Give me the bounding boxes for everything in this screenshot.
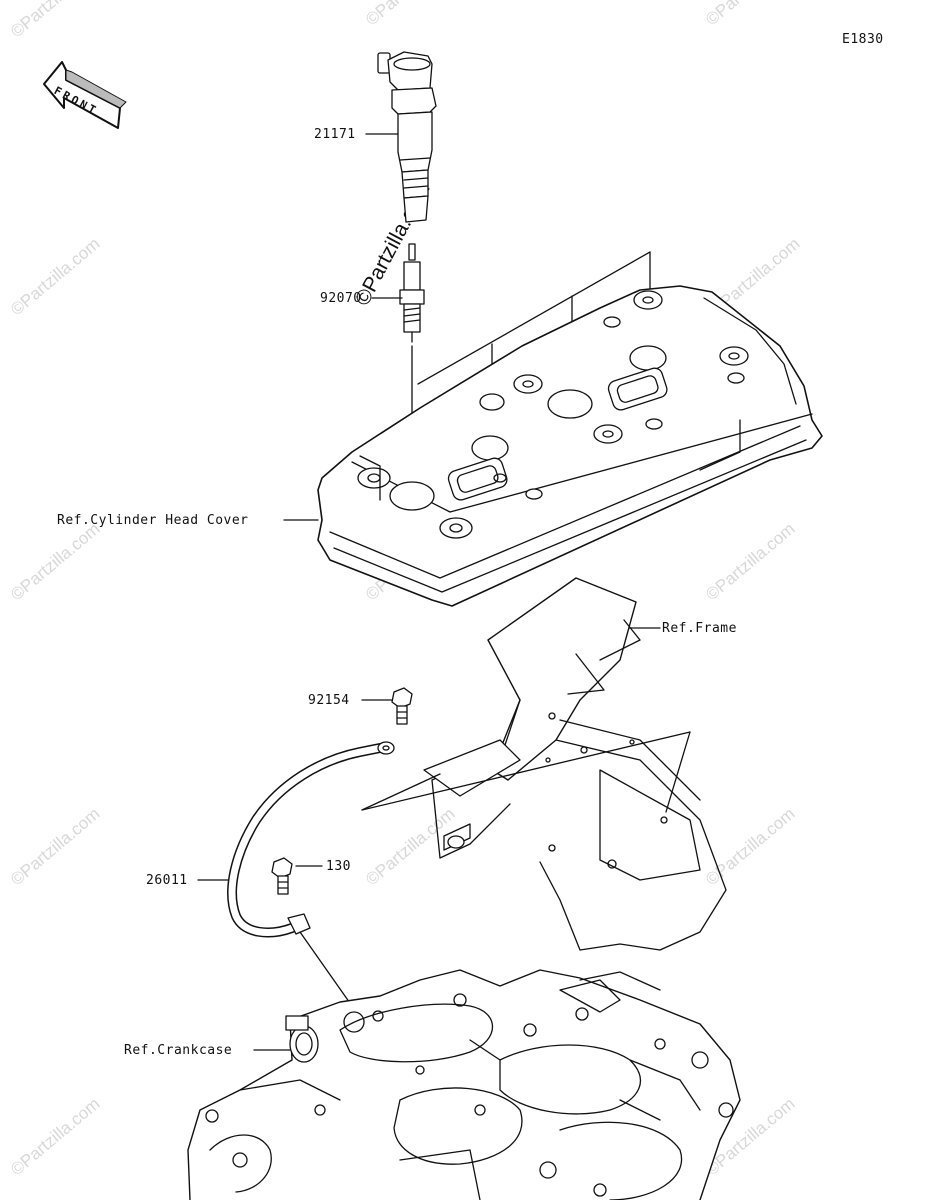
label-bolt-130[interactable]: 130	[326, 859, 351, 874]
label-frame[interactable]: Ref.Frame	[662, 621, 737, 636]
ignition-coil-part	[377, 51, 437, 223]
label-bolt-92154[interactable]: 92154	[308, 693, 350, 708]
label-crankcase[interactable]: Ref.Crankcase	[124, 1043, 233, 1058]
frame-part	[361, 577, 727, 951]
label-spark-plug[interactable]: 92070	[320, 291, 362, 306]
bolt-92154-part	[391, 687, 413, 725]
label-ground-cable[interactable]: 26011	[146, 873, 188, 888]
cylinder-head-cover-part	[317, 285, 823, 607]
crankcase-part	[187, 969, 741, 1200]
spark-plug-part	[399, 243, 425, 343]
ground-cable-part	[227, 741, 395, 1007]
label-ignition-coil[interactable]: 21171	[314, 127, 356, 142]
label-cylinder-head-cover[interactable]: Ref.Cylinder Head Cover	[57, 513, 249, 528]
bolt-130-part	[271, 857, 293, 895]
front-arrow-icon	[43, 61, 127, 129]
diagram-code: E1830	[842, 32, 884, 47]
